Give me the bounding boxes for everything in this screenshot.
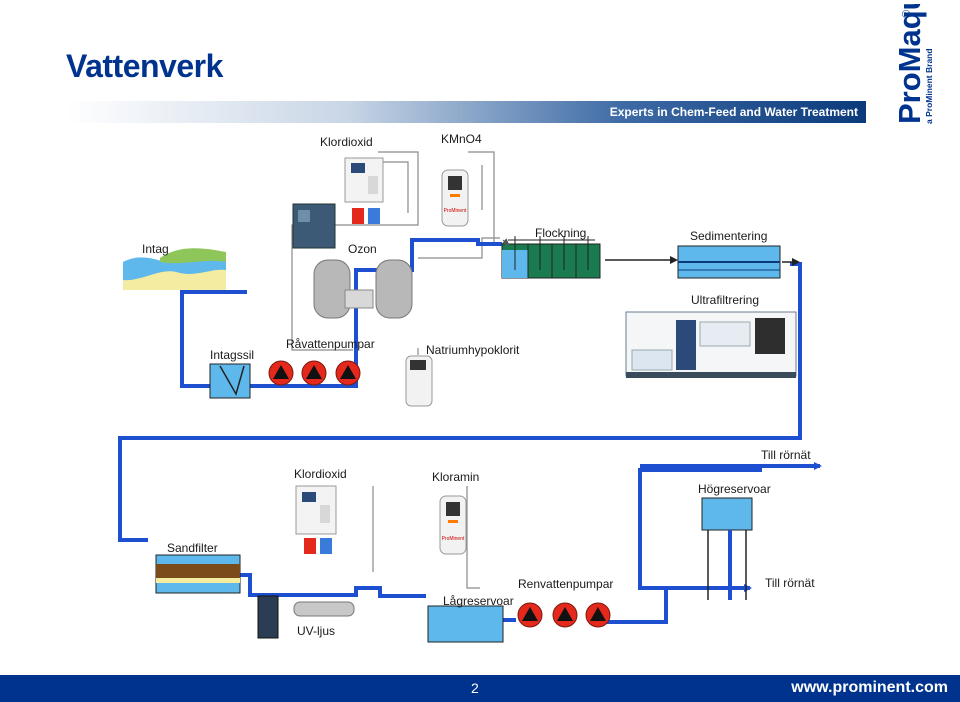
tagline-banner: Experts in Chem-Feed and Water Treatment xyxy=(66,101,866,123)
klordioxid-line-top-2 xyxy=(378,161,409,213)
kmno4-brand: ProMinent xyxy=(444,208,467,214)
label-flockning: Flockning xyxy=(535,226,587,240)
ozone-tanks xyxy=(313,259,413,319)
intake-screen-tank xyxy=(209,363,251,399)
chlorine-dioxide-generator-top xyxy=(292,157,384,249)
label-klordioxid-bottom: Klordioxid xyxy=(294,467,347,481)
label-renvattenpumpar: Renvattenpumpar xyxy=(518,577,614,591)
footer-url-link[interactable]: www.prominent.com xyxy=(791,679,948,696)
tagline: Experts in Chem-Feed and Water Treatment xyxy=(609,105,858,119)
uv-unit xyxy=(257,595,355,639)
sedimentation-basin xyxy=(605,245,800,279)
label-sandfilter: Sandfilter xyxy=(167,541,218,555)
promaqua-logo: ProMaqua a ProMinent Brand ® xyxy=(874,4,946,126)
label-kloramin: Kloramin xyxy=(432,470,480,484)
pipe-intake-down xyxy=(180,290,247,388)
raw-water-pump-2 xyxy=(301,360,327,386)
pipe-to-high-reservoir xyxy=(638,466,762,590)
sodium-hypochlorite-tank xyxy=(405,355,433,407)
sand-filter xyxy=(155,554,241,594)
intake-landscape xyxy=(123,248,226,290)
slide-title: Vattenverk xyxy=(66,48,223,84)
kmno4-dosing-tank: ProMinent xyxy=(441,169,469,227)
label-ravattenpumpar: Råvattenpumpar xyxy=(286,337,375,351)
pipe-sand-down xyxy=(240,573,426,598)
label-kmno4: KMnO4 xyxy=(441,132,482,146)
label-lagreservoar: Lågreservoar xyxy=(443,594,514,608)
label-intagssil: Intagssil xyxy=(210,348,255,362)
label-till-rornat-bottom: Till rörnät xyxy=(765,576,815,590)
ultrafiltration-skid xyxy=(625,311,797,378)
label-hogreservoar: Högreservoar xyxy=(698,482,771,496)
flocculation-basin xyxy=(501,236,601,279)
kmno4-line xyxy=(468,151,495,243)
logo-registered: ® xyxy=(901,10,913,18)
logo-brand: ProMaqua xyxy=(892,4,927,124)
footer-bar: 2 www.prominent.com xyxy=(0,675,960,702)
label-till-rornat-top: Till rörnät xyxy=(761,448,811,462)
process-diagram: ProMinent xyxy=(118,151,822,643)
clean-water-pump-3 xyxy=(585,602,611,628)
label-intag: Intag xyxy=(142,242,169,256)
label-natriumhypoklorit: Natriumhypoklorit xyxy=(426,343,520,357)
high-reservoir xyxy=(701,497,753,600)
clean-water-pump-1 xyxy=(517,602,543,628)
kloramin-brand: ProMinent xyxy=(442,536,465,542)
label-ultrafiltrering: Ultrafiltrering xyxy=(691,293,760,307)
chloramine-dosing-tank: ProMinent xyxy=(439,495,467,555)
label-ozon: Ozon xyxy=(348,242,377,256)
label-uv-ljus: UV-ljus xyxy=(297,624,336,638)
label-sedimentering: Sedimentering xyxy=(690,229,768,243)
klordioxid-line-top xyxy=(291,151,419,351)
logo-subbrand: a ProMinent Brand xyxy=(924,48,934,124)
low-reservoir xyxy=(427,605,504,643)
raw-water-pump-3 xyxy=(335,360,361,386)
chlorine-dioxide-generator-bottom xyxy=(295,485,337,554)
clean-water-pump-2 xyxy=(552,602,578,628)
label-klordioxid-top: Klordioxid xyxy=(320,135,373,149)
ozon-line xyxy=(418,237,500,259)
page-number: 2 xyxy=(471,680,479,696)
raw-water-pump-1 xyxy=(268,360,294,386)
kloramin-line xyxy=(466,486,480,589)
